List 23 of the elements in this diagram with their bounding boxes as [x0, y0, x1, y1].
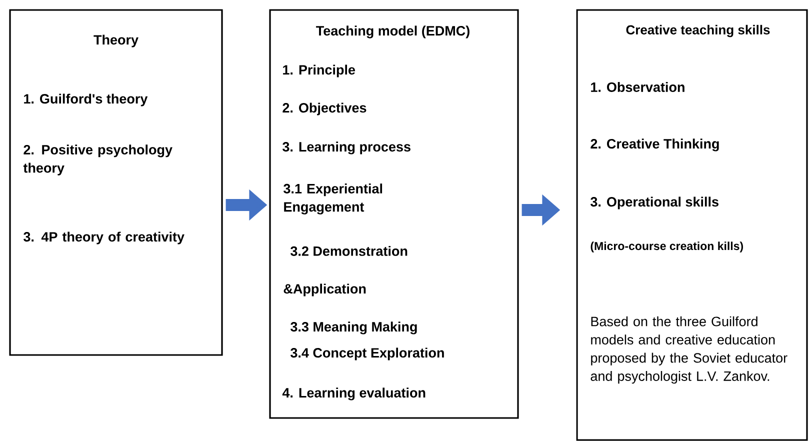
description-paragraph: Based on the three Guilford models and creative education proposed by the Soviet educator and psychologist L.V. Zankov.: [590, 316, 788, 384]
theory-box: [9, 9, 223, 356]
list-item: &Application: [284, 284, 366, 296]
list-item: 2. Positive psychology theory: [23, 144, 172, 176]
box-heading: Theory: [94, 34, 138, 48]
skills-box: [576, 9, 808, 441]
list-item: 3.2 Demonstration: [290, 246, 408, 256]
list-item: 3.4 Concept Exploration: [290, 348, 444, 360]
list-item: 1. Observation: [591, 82, 684, 92]
box-heading: Teaching model (EDMC): [316, 26, 470, 38]
list-item: 3.3 Meaning Making: [290, 322, 417, 334]
list-item: 3. 4P theory of creativity: [24, 232, 184, 244]
list-item: 1. Guilford's theory: [24, 94, 148, 106]
list-item: 3.1 Experiential Engagement: [284, 184, 382, 214]
list-item: 3. Learning process: [282, 142, 410, 154]
list-item: 4. Learning evaluation: [282, 388, 426, 400]
box-heading: Creative teaching skills: [626, 24, 770, 38]
list-item: 1. Principle: [283, 64, 356, 78]
list-item: 2. Creative Thinking: [590, 138, 719, 152]
note: (Micro-course creation kills): [590, 242, 743, 252]
teaching-model-box: [269, 9, 519, 419]
list-item: 3. Operational skills: [590, 196, 718, 210]
list-item: 2. Objectives: [282, 102, 366, 116]
